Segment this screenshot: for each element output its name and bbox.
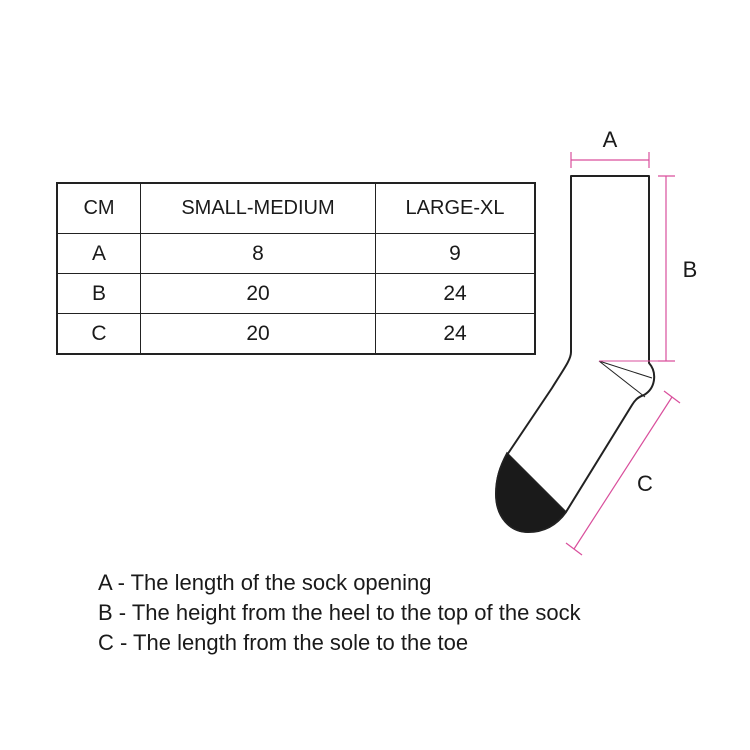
cell-value: 24	[375, 273, 536, 314]
cell-value: 8	[140, 233, 376, 274]
label-a: A	[603, 127, 618, 152]
row-label: B	[56, 273, 141, 314]
row-label: C	[56, 313, 141, 355]
cell-value: 24	[375, 313, 536, 355]
label-b: B	[683, 257, 698, 282]
sock-toe	[495, 451, 567, 533]
legend-item-b: B - The height from the heel to the top …	[98, 600, 581, 625]
table-header-row: CM SMALL-MEDIUM LARGE-XL	[56, 182, 536, 234]
sock-diagram: A B C	[495, 127, 698, 556]
cell-value: 9	[375, 233, 536, 274]
legend: A - The length of the sock opening B - T…	[98, 568, 581, 658]
dimension-b	[658, 175, 675, 362]
size-table: CM SMALL-MEDIUM LARGE-XL A 8 9 B 20 24 C…	[56, 182, 536, 355]
label-c: C	[637, 471, 653, 496]
header-small-medium: SMALL-MEDIUM	[140, 182, 376, 234]
cell-value: 20	[140, 313, 376, 355]
dimension-c	[565, 390, 681, 556]
heel-seam	[598, 360, 653, 398]
legend-item-a: A - The length of the sock opening	[98, 570, 432, 595]
cell-value: 20	[140, 273, 376, 314]
header-cm: CM	[56, 182, 141, 234]
table-row: A 8 9	[56, 233, 536, 274]
dimension-a	[570, 152, 650, 168]
row-label: A	[56, 233, 141, 274]
table-row: C 20 24	[56, 313, 536, 355]
legend-item-c: C - The length from the sole to the toe	[98, 630, 469, 655]
table-row: B 20 24	[56, 273, 536, 314]
header-large-xl: LARGE-XL	[375, 182, 536, 234]
